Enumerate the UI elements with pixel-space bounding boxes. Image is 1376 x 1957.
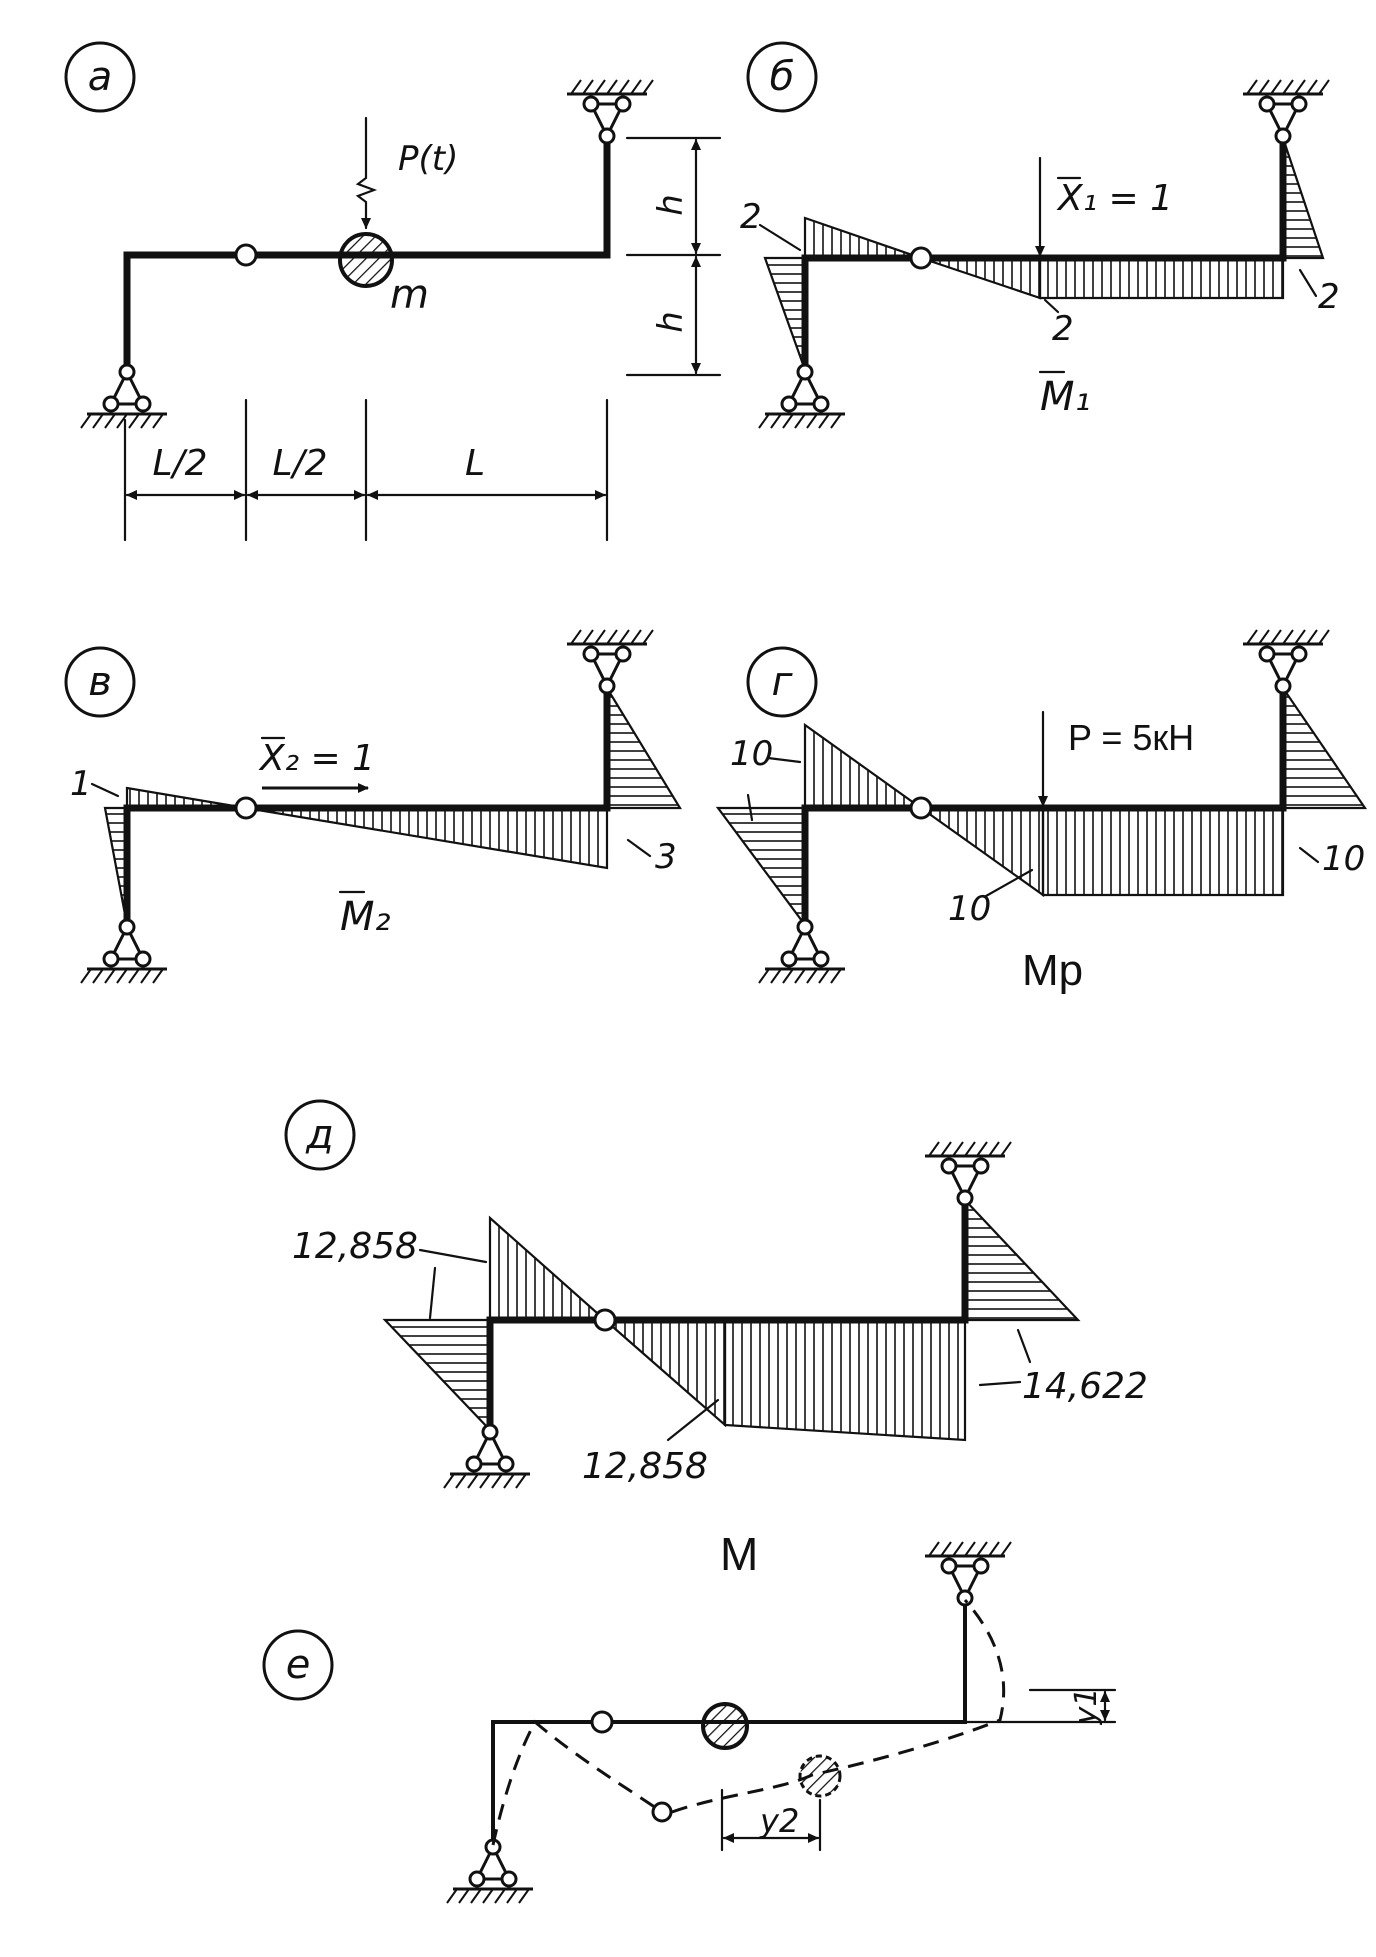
frame-e [486,1196,969,1434]
panel-c-badge [64,646,136,718]
mp-title: Mp [1022,946,1083,995]
panel-a-id: а [88,54,113,100]
m-value-bottom-mid: 12,858 [582,1446,708,1487]
hinge-d [909,796,933,820]
mp-diagram-right-column [1281,684,1368,810]
deflected-shape-left [491,1719,663,1846]
support-top-f [923,1540,1013,1607]
hinge-f-displaced [651,1801,673,1823]
hinge-a [234,243,258,267]
panel-d-id: г [771,659,793,705]
panel-e-id: д [305,1112,334,1158]
mass-a [338,232,394,288]
span-half-label-1: L/2 [152,443,207,484]
mp-value-mid: 10 [948,889,991,929]
mp-left-leader [746,793,754,822]
panel-e-badge [284,1099,356,1171]
panel-f-id: е [286,1642,311,1688]
m-diagram-right-column [963,1197,1081,1322]
m-diagram-beam-left [488,1215,608,1322]
panel-b-badge [746,41,818,113]
m-diagram-left-column [382,1318,492,1433]
support-bottom-d [757,918,847,985]
panel-e: д 12,858 12,858 14,622 M [284,1099,1148,1580]
y2-label: y2 [759,1802,799,1840]
support-bottom-b [757,363,847,430]
hinge-e [593,1308,617,1332]
panel-c: в X₂ = 1 1 3 M₂ [64,628,682,985]
m2-diagram-right-column [605,684,682,810]
frame-c [123,684,611,929]
m1-title: M₁ [1040,374,1091,420]
m2-title: M₂ [340,894,391,940]
hinge-b [909,246,933,270]
panel-b-id: б [770,54,795,100]
m1-diagram-right-column [1281,137,1325,260]
span-label: L [465,443,485,484]
support-top-d [1241,628,1331,695]
support-bottom-e [442,1423,532,1490]
support-bottom-c [79,918,169,985]
load-label-d: P = 5кН [1068,717,1194,758]
height-label-upper: h [651,194,691,216]
height-label-lower: h [651,311,691,333]
panel-f: е y2 y1 [262,1540,1117,1905]
m1-diagram-beam-mid [920,256,1042,300]
support-top-c [565,628,655,695]
panel-a-badge [64,41,136,113]
panel-d-badge [746,646,818,718]
m1-diagram-beam-left [803,216,922,260]
m1-value-right: 2 [1318,277,1340,317]
m1-value-mid: 2 [1052,309,1074,349]
load-arrow-a [355,116,378,230]
deflected-shape-right [671,1599,1006,1814]
mp-diagram-beam-mid [917,806,1045,898]
panel-f-badge [262,1629,334,1701]
mp-diagram-left-column [715,806,807,929]
m1-value-left: 2 [740,197,762,237]
unit-force-label-b: X₁ = 1 [1056,178,1173,219]
support-top-a [565,78,655,145]
hinge-f [590,1710,614,1734]
span-half-label-2: L/2 [272,443,327,484]
m1-diagram-left-column [763,256,807,371]
frame-b [801,134,1287,374]
support-bottom-a [79,363,169,430]
m1-diagram-beam-right [1038,256,1285,300]
mass-f-displaced [798,1754,842,1798]
frame-d [801,684,1287,929]
m2-value-left: 1 [70,764,92,804]
mp-value-right: 10 [1322,839,1365,879]
panel-b: б X₁ = 1 2 2 2 M₁ [740,41,1340,430]
y1-label: y1 [1069,1688,1104,1726]
unit-force-label-c: X₂ = 1 [258,738,375,779]
m-title: M [720,1528,758,1580]
m-value-right: 14,622 [1022,1366,1148,1407]
m2-diagram-beam-right [245,806,609,870]
support-bottom-f [445,1838,535,1905]
mp-diagram-beam-left [803,722,925,810]
mp-value-top: 10 [730,734,773,774]
m2-value-right: 3 [655,837,677,877]
mp-diagram-beam-right [1041,806,1285,897]
load-label-a: P(t) [398,139,458,179]
panel-c-id: в [88,659,112,705]
hinge-c [234,796,258,820]
mass-label-a: m [390,272,429,318]
support-top-b [1241,78,1331,145]
panel-a: а P(t) m h h L/2 L/2 L [64,41,722,542]
m-diagram-beam-right [723,1318,967,1442]
m-value-top-left: 12,858 [292,1226,418,1267]
mass-f [701,1702,749,1750]
panel-d: г P = 5кН 10 10 10 Mp [715,628,1368,995]
support-top-e [923,1140,1013,1207]
